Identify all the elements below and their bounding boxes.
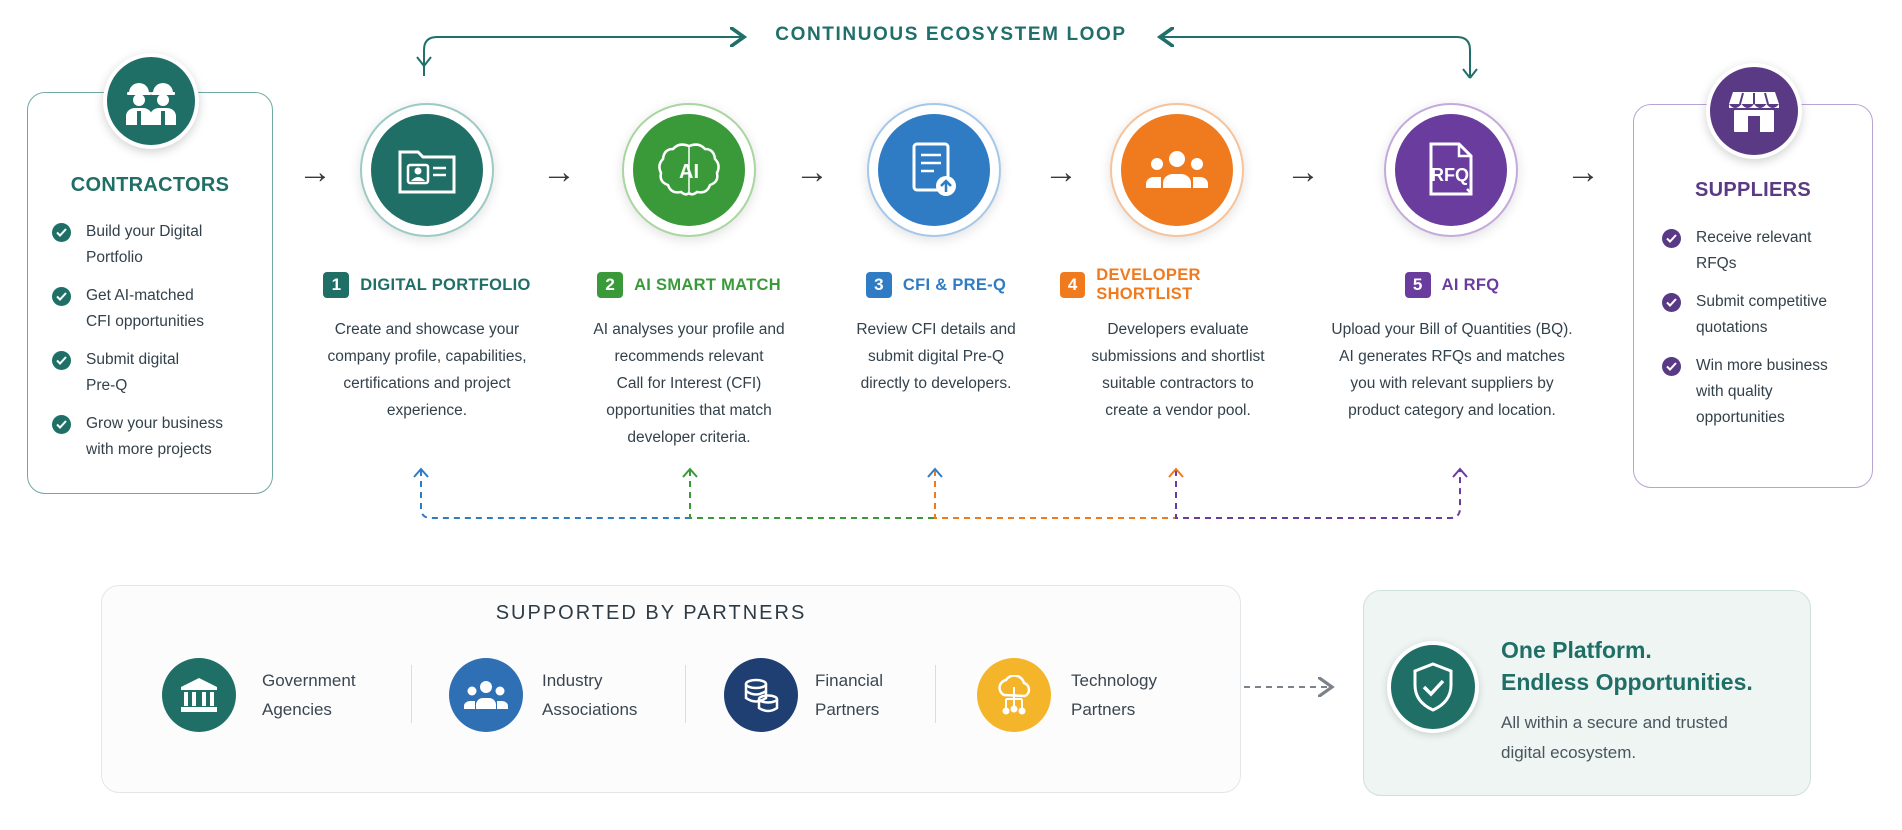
shield-check-icon	[1387, 641, 1479, 733]
step-number: 4	[1060, 272, 1086, 298]
step-5-label: 5 AI RFQ	[1302, 270, 1602, 300]
storefront-icon	[1706, 63, 1802, 159]
government-building-icon	[162, 658, 236, 732]
check-icon	[1662, 357, 1681, 376]
flow-arrow-icon: →	[1286, 153, 1320, 191]
contractors-title: CONTRACTORS	[70, 174, 230, 196]
divider	[685, 665, 686, 723]
cloud-network-icon	[977, 658, 1051, 732]
ai-brain-icon: AI	[633, 114, 745, 226]
step-title: AI SMART MATCH	[634, 275, 781, 294]
step-number: 5	[1404, 272, 1431, 298]
step-4-circle	[1110, 103, 1244, 237]
check-icon	[1662, 293, 1681, 312]
step-title: DEVELOPER SHORTLIST	[1096, 266, 1201, 303]
step-number: 3	[865, 272, 892, 298]
ai-icon-text: AI	[679, 161, 699, 183]
association-people-icon	[449, 658, 523, 732]
workers-icon	[103, 53, 199, 149]
step-5-circle: RFQ	[1384, 103, 1518, 237]
step-title: DIGITAL PORTFOLIO	[360, 275, 531, 294]
check-icon	[52, 287, 71, 306]
step-2-circle: AI	[622, 103, 756, 237]
rfq-icon-text: RFQ	[1431, 165, 1469, 185]
step-3-label: 3 CFI & PRE-Q	[826, 270, 1046, 300]
check-icon	[52, 223, 71, 242]
suppliers-card	[1633, 104, 1873, 488]
step-title: CFI & PRE-Q	[902, 275, 1007, 294]
flow-arrow-icon: →	[542, 153, 576, 191]
people-group-icon	[1121, 114, 1233, 226]
platform-headline: One Platform.Endless Opportunities.	[1501, 637, 1753, 695]
suppliers-title: SUPPLIERS	[1694, 179, 1812, 201]
check-icon	[52, 415, 71, 434]
document-upload-icon	[878, 114, 990, 226]
step-number: 1	[323, 272, 350, 298]
partners-title: SUPPORTED BY PARTNERS	[495, 602, 807, 624]
divider	[935, 665, 936, 723]
flow-arrow-icon: →	[298, 153, 332, 191]
divider	[411, 665, 412, 723]
step-number: 2	[597, 272, 624, 298]
check-icon	[1662, 229, 1681, 248]
flow-arrow-icon: →	[1566, 153, 1600, 191]
step-1-label: 1 DIGITAL PORTFOLIO	[300, 270, 554, 300]
coins-stack-icon	[724, 658, 798, 732]
partners-panel	[101, 585, 1241, 793]
step-4-label: 4 DEVELOPER SHORTLIST	[1060, 266, 1296, 303]
step-1-circle	[360, 103, 494, 237]
step-3-circle	[867, 103, 1001, 237]
step-2-label: 2 AI SMART MATCH	[560, 270, 818, 300]
flow-arrow-icon: →	[795, 153, 829, 191]
portfolio-folder-icon	[371, 114, 483, 226]
check-icon	[52, 351, 71, 370]
flow-arrow-icon: →	[1044, 153, 1078, 191]
feedback-lines	[420, 470, 1461, 519]
platform-panel	[1363, 590, 1811, 796]
step-title: AI RFQ	[1441, 275, 1500, 294]
rfq-document-icon: RFQ	[1395, 114, 1507, 226]
step-5-description: Upload your Bill of Quantities (BQ).AI g…	[1331, 321, 1573, 419]
loop-title: CONTINUOUS ECOSYSTEM LOOP	[775, 24, 1127, 45]
